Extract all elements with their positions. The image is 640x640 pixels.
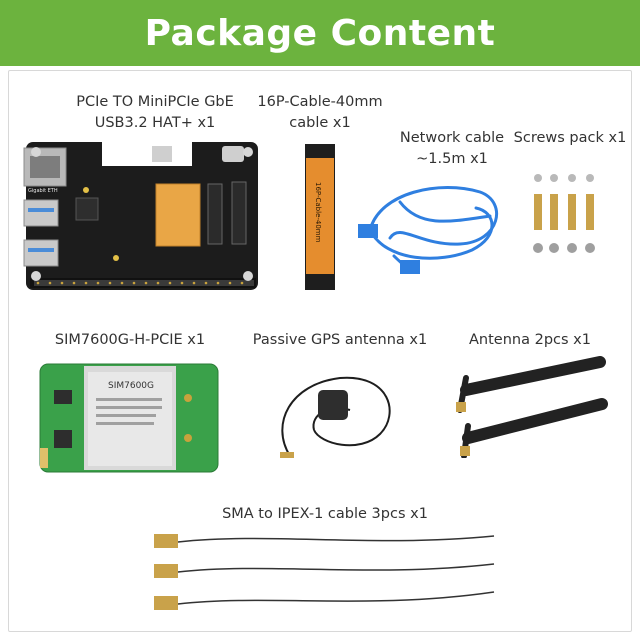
svg-text:Gigabit ETH: Gigabit ETH [28,188,58,194]
svg-text:16P-Cable-40mm: 16P-Cable-40mm [314,182,322,243]
sim-module-image: SIM7600G [39,363,219,473]
item-label-hat: PCIe TO MiniPCIe GbE USB3.2 HAT+ x1 [76,94,234,131]
item-label-sim-module: SIM7600G-H-PCIE x1 [54,332,206,348]
item-label-antenna: Antenna 2pcs x1 [469,332,591,348]
header-banner: Package Content [0,0,640,66]
item-label-ribbon-cable: 16P-Cable-40mm cable x1 [257,94,383,131]
sma-ipex-cables-image [154,534,495,610]
item-label-gps-antenna: Passive GPS antenna x1 [252,332,428,348]
svg-text:SIM7600G: SIM7600G [108,381,154,391]
item-label-sma-cable: SMA to IPEX-1 cable 3pcs x1 [222,506,428,522]
page-title: Package Content [144,12,496,54]
network-cable-image [358,186,498,274]
item-label-network-cable: Network cable ~1.5m x1 [399,130,505,167]
screws-pack-image [533,174,595,253]
antenna-pair-image [456,356,608,458]
ribbon-cable-image: 16P-Cable-40mm [305,144,335,290]
hat-board-image: Gigabit ETH [23,138,258,290]
gps-antenna-image [280,376,391,458]
item-label-screws: Screws pack x1 [513,130,627,146]
